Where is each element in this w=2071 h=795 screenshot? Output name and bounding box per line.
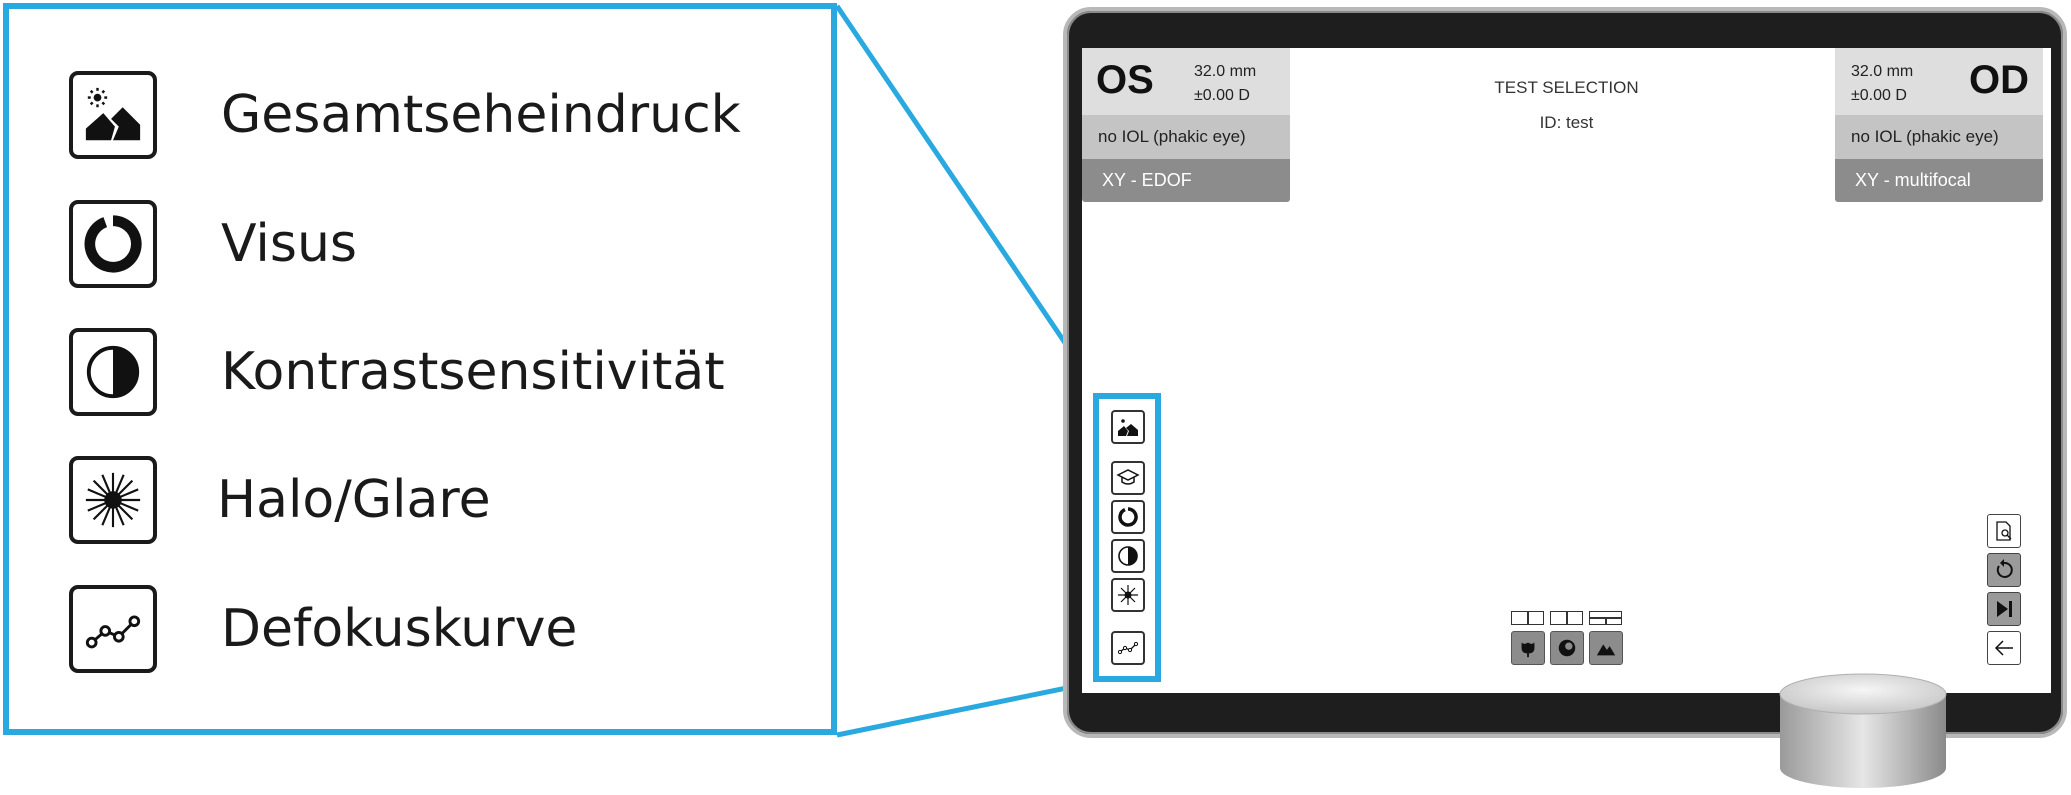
scene-icon <box>1118 419 1138 436</box>
right-eye-header: 32.0 mm ±0.00 D OD <box>1835 48 2043 115</box>
page-title: TEST SELECTION <box>1494 78 1639 97</box>
visual-acuity-icon <box>1118 507 1138 527</box>
layout-split-button-2[interactable] <box>1550 611 1583 625</box>
legend-label-contrast: Kontrastsensitivität <box>221 342 725 402</box>
legend-label-defocus: Defokuskurve <box>221 599 578 659</box>
dial-knob[interactable] <box>1778 672 1948 790</box>
legend-item-defocus: Defokuskurve <box>69 585 809 681</box>
skip-next-icon <box>1997 601 2012 617</box>
repeat-button[interactable] <box>1987 553 2021 587</box>
left-eye-lens[interactable]: XY - EDOF <box>1082 159 1290 202</box>
document-search-icon <box>1996 521 2012 541</box>
contrast-button[interactable] <box>1111 539 1145 573</box>
visual-acuity-button[interactable] <box>1111 500 1145 534</box>
overall-impression-button[interactable] <box>1111 410 1145 444</box>
legend-label-acuity: Visus <box>221 214 358 274</box>
defocus-curve-icon <box>69 585 157 673</box>
right-eye-lens[interactable]: XY - multifocal <box>1835 159 2043 202</box>
tablet-screen: OS 32.0 mm ±0.00 D no IOL (phakic eye) X… <box>1082 48 2051 693</box>
scene-icon <box>69 71 157 159</box>
legend-label-halo: Halo/Glare <box>217 470 491 530</box>
legend-item-acuity: Visus <box>69 200 809 296</box>
left-eye-length: 32.0 mm <box>1194 63 1257 80</box>
portrait-icon <box>1558 639 1576 657</box>
right-eye-length: 32.0 mm <box>1851 63 1914 80</box>
left-eye-power: ±0.00 D <box>1194 87 1250 104</box>
document-search-button[interactable] <box>1987 514 2021 548</box>
legend-item-contrast: Kontrastsensitivität <box>69 328 809 424</box>
flower-icon <box>1521 642 1535 658</box>
right-eye-iol[interactable]: no IOL (phakic eye) <box>1835 115 2043 159</box>
left-eye-panel: OS 32.0 mm ±0.00 D no IOL (phakic eye) X… <box>1082 48 1290 202</box>
defocus-curve-button[interactable] <box>1111 631 1145 665</box>
graduation-cap-icon <box>1116 469 1140 485</box>
left-eye-measurements: 32.0 mm ±0.00 D <box>1194 60 1256 108</box>
back-button[interactable] <box>1987 631 2021 665</box>
right-eye-panel: 32.0 mm ±0.00 D OD no IOL (phakic eye) X… <box>1835 48 2043 202</box>
legend-item-halo: Halo/Glare <box>69 456 809 552</box>
defocus-curve-icon <box>1117 641 1139 655</box>
right-eye-measurements: 32.0 mm ±0.00 D <box>1851 60 1913 108</box>
layout-split-button-1[interactable] <box>1511 611 1544 625</box>
left-eye-header: OS 32.0 mm ±0.00 D <box>1082 48 1290 115</box>
layout-split-button-3[interactable] <box>1589 611 1622 625</box>
right-eye-code: OD <box>1969 58 2029 102</box>
skip-next-button[interactable] <box>1987 592 2021 626</box>
right-eye-power: ±0.00 D <box>1851 87 1907 104</box>
landscape-view-button[interactable] <box>1589 631 1623 665</box>
left-eye-code: OS <box>1096 58 1154 102</box>
halo-glare-icon <box>1118 585 1138 605</box>
halo-glare-icon <box>69 456 157 544</box>
visual-acuity-icon <box>69 200 157 288</box>
contrast-icon <box>1118 546 1138 566</box>
tutorial-button[interactable] <box>1111 461 1145 495</box>
left-eye-iol[interactable]: no IOL (phakic eye) <box>1082 115 1290 159</box>
legend-item-overall: Gesamtseheindruck <box>69 71 809 167</box>
legend-label-overall: Gesamtseheindruck <box>221 85 741 145</box>
contrast-icon <box>69 328 157 416</box>
halo-glare-button[interactable] <box>1111 578 1145 612</box>
portrait-view-button[interactable] <box>1550 631 1584 665</box>
arrow-left-icon <box>1994 640 2013 656</box>
flower-view-button[interactable] <box>1511 631 1545 665</box>
legend-panel: Gesamtseheindruck Visus Kontrastsensitiv… <box>3 3 837 735</box>
mountain-icon <box>1596 644 1616 656</box>
repeat-icon <box>1996 559 2013 578</box>
test-id: ID: test <box>1539 113 1594 132</box>
toolbar-highlight <box>1093 393 1161 682</box>
